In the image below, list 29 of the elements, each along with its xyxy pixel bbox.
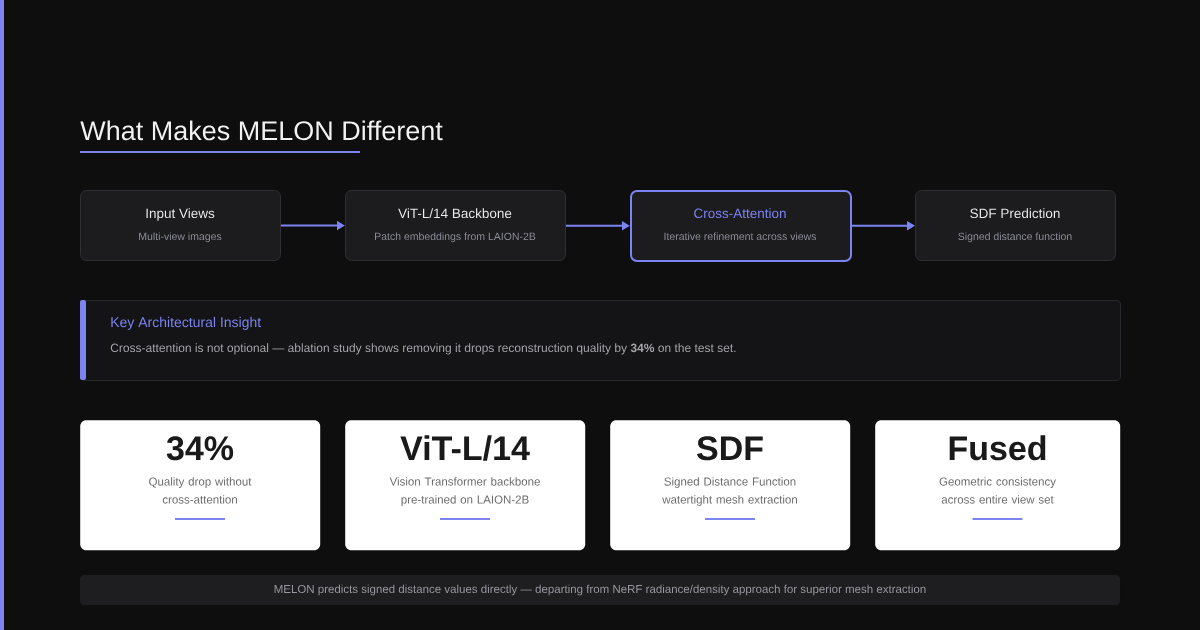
- stat-description: Quality drop without cross-attention: [149, 477, 252, 504]
- callout-panel: [80, 300, 1121, 381]
- process-box: [915, 190, 1116, 261]
- stat-card: [80, 420, 321, 551]
- box-title: Input Views: [146, 208, 215, 221]
- callout-heading: Key Architectural Insight: [111, 316, 262, 330]
- footer-note: MELON predicts signed distance values directly — departing from NeRF radiance/density approach for superior mesh extraction: [80, 575, 1120, 605]
- box-subtitle: Iterative refinement across views: [664, 232, 817, 241]
- box-title: SDF Prediction: [970, 208, 1060, 219]
- process-box: [630, 190, 852, 262]
- stat-value: SDF: [697, 436, 763, 461]
- callout-text: Cross-attention is not optional — ablation study shows removing it drops reconstruction quality by 34% on the test set.: [110, 343, 736, 355]
- box-title: ViT-L/14 Backbone: [398, 208, 512, 219]
- stat-description: Geometric consistency across entire view set: [939, 477, 1056, 504]
- stat-card: [875, 420, 1121, 551]
- page-title: What Makes MELON Different: [80, 120, 443, 141]
- box-title: Cross-Attention: [694, 208, 786, 219]
- stat-description: Signed Distance Function watertight mesh extraction: [662, 477, 797, 506]
- stat-description: Vision Transformer backbone pre-trained on LAION-2B: [389, 477, 540, 506]
- process-box: [345, 190, 566, 261]
- box-subtitle: Patch embeddings from LAION-2B: [375, 232, 536, 243]
- stat-card: [610, 420, 851, 551]
- stat-value: 34%: [166, 436, 234, 461]
- process-box: [80, 190, 281, 261]
- stat-card: [345, 420, 586, 551]
- box-subtitle: Multi-view images: [139, 232, 222, 243]
- stat-value: ViT-L/14: [400, 435, 530, 461]
- stat-value: Fused: [949, 435, 1046, 461]
- box-subtitle: Signed distance function: [958, 232, 1072, 243]
